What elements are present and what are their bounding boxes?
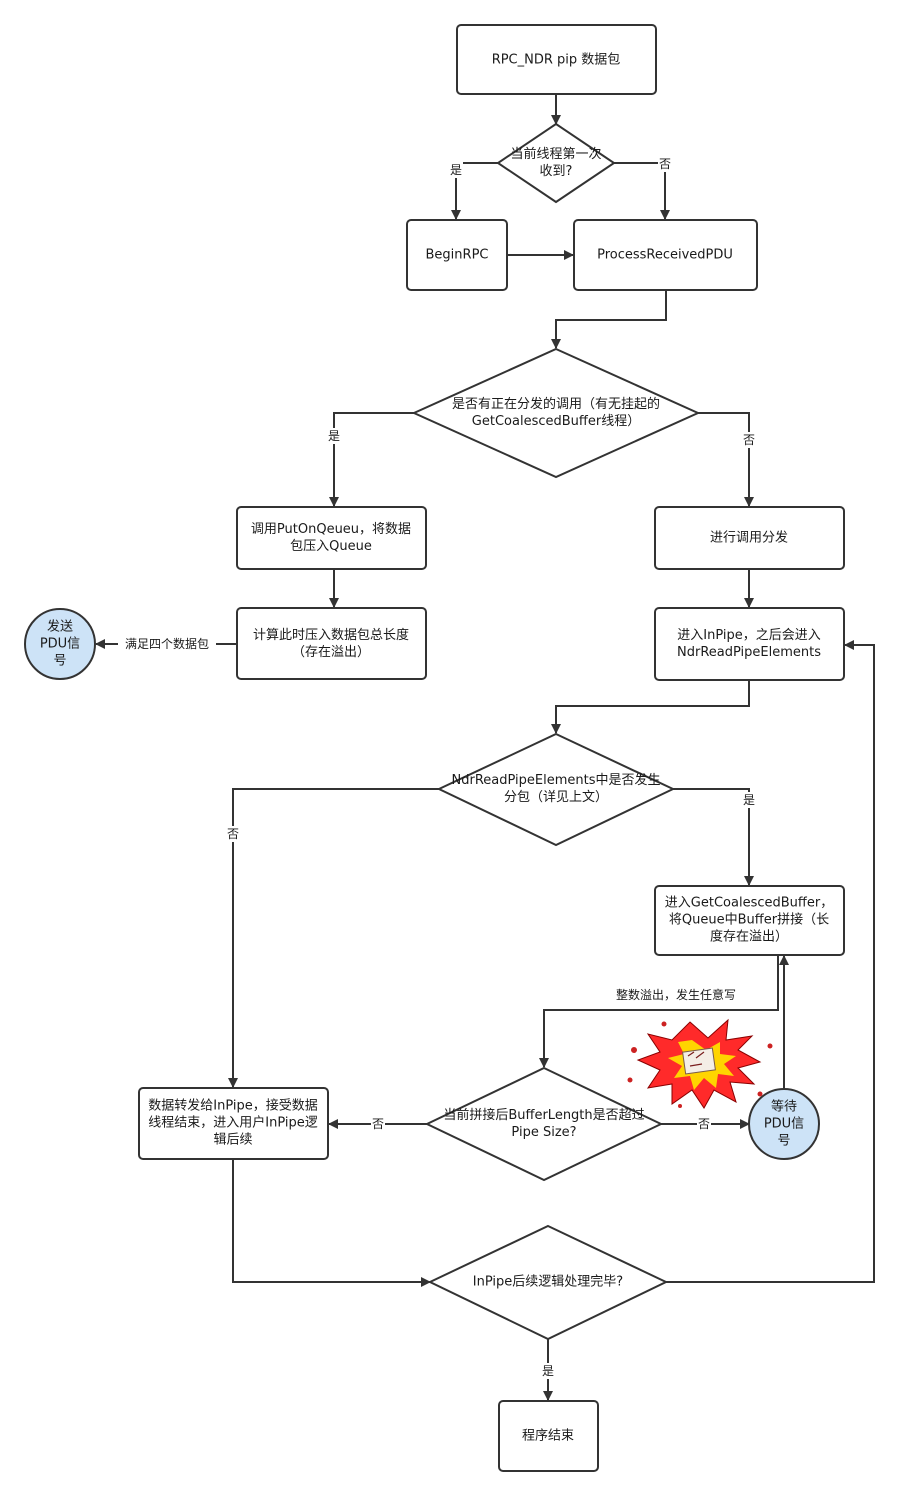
edge-labels: 是 否 是 否 满足四个数据包 是 否 整数溢出，发生任意写 否 否 是: [118, 156, 756, 1379]
forward-data-label-line: 线程结束，进入用户InPipe逻: [148, 1115, 318, 1131]
inpipe-done-label: InPipe后续逻辑处理完毕?: [473, 1275, 623, 1290]
get-coalesced-box: [654, 885, 845, 956]
edge-label-split-no: 否: [227, 827, 239, 841]
edge-label-four-packets: 满足四个数据包: [125, 636, 209, 651]
start-label: RPC_NDR pip 数据包: [492, 53, 621, 68]
enter-inpipe-box: [654, 607, 845, 681]
edge-forward-to-done: [232, 1160, 431, 1287]
begin-rpc-label: BeginRPC: [426, 248, 489, 263]
wait-pdu-label-line: 等待: [771, 1099, 797, 1115]
get-coalesced-label-line: 度存在溢出）: [710, 929, 788, 945]
edge-dispatch-no: [698, 412, 754, 507]
explosion-icon: [627, 1018, 773, 1109]
edge-label-done-yes: 是: [542, 1364, 554, 1378]
enter-inpipe-label-line: 进入InPipe，之后会进入: [677, 628, 821, 643]
edge-split-no: [228, 788, 439, 1088]
exceed-check-label-line: Pipe Size?: [511, 1125, 576, 1140]
edge-split-yes: [673, 788, 754, 886]
begin-rpc-box: [406, 219, 508, 291]
enter-inpipe-label-line: NdrReadPipeElements: [677, 645, 821, 660]
send-pdu-label: 发送 PDU信号: [40, 619, 80, 669]
send-pdu-circle: [24, 608, 96, 680]
edge-label-first-yes: 是: [450, 163, 462, 177]
wait-pdu-label-line: 号: [777, 1134, 790, 1149]
split-check-diamond: [436, 732, 676, 847]
exceed-check-label-line: 当前拼接后BufferLength是否超过: [443, 1107, 644, 1123]
exceed-check-label: 当前拼接后BufferLength是否超过 Pipe Size?: [443, 1107, 644, 1140]
edge-label-dispatch-no: 否: [743, 433, 755, 447]
put-on-queue-label: 调用PutOnQeueu，将数据包压入Queue: [251, 522, 411, 554]
send-pdu-label-line: PDU信: [40, 637, 80, 652]
first-recv-label: 当前线程第一次收到?: [510, 146, 601, 179]
end-label: 程序结束: [522, 1429, 574, 1444]
wait-pdu-label-line: PDU信: [764, 1117, 804, 1132]
dispatching-label-line: GetCoalescedBuffer线程）: [472, 414, 640, 429]
edge-label-exceed-no-left: 否: [372, 1117, 384, 1131]
begin-rpc-label-line: BeginRPC: [426, 248, 489, 263]
nodes: [24, 24, 845, 1472]
edge-coalesced-to-exceed: [539, 955, 779, 1068]
edge-process-to-dispatching: [551, 291, 667, 349]
send-pdu-label-line: 号: [53, 654, 66, 669]
enter-inpipe-label: 进入InPipe，之后会进入 NdrReadPipeElements: [677, 628, 821, 660]
edge-label-first-no: 否: [659, 157, 671, 171]
process-pdu-box: [573, 219, 758, 291]
start-label-line: RPC_NDR pip 数据包: [492, 53, 621, 68]
edge-done-loop: [666, 640, 875, 1283]
dispatching-diamond: [411, 347, 701, 479]
end-label-line: 程序结束: [522, 1429, 574, 1444]
edge-label-dispatch-yes: 是: [328, 429, 340, 443]
edge-label-split-yes: 是: [743, 793, 755, 807]
put-on-queue-label-line: 调用PutOnQeueu，将数据: [251, 522, 411, 537]
dispatching-label: 是否有正在分发的调用（有无挂起的 GetCoalescedBuffer线程）: [452, 396, 660, 429]
calc-length-label-line: （存在溢出）: [292, 645, 370, 660]
inpipe-done-diamond: [427, 1224, 669, 1341]
dispatching-label-line: 是否有正在分发的调用（有无挂起的: [452, 396, 660, 412]
inpipe-done-label-line: InPipe后续逻辑处理完毕?: [473, 1275, 623, 1290]
first-recv-diamond: [496, 122, 616, 204]
process-pdu-label-line: ProcessReceivedPDU: [597, 248, 733, 263]
split-check-label-line: 分包（详见上文）: [504, 790, 608, 805]
edge-label-overflow-note: 整数溢出，发生任意写: [616, 987, 736, 1002]
edge-dispatch-yes: [329, 412, 414, 507]
first-recv-label-line: 当前线程第一次: [510, 146, 601, 162]
forward-data-label: 数据转发给InPipe，接受数据线程结束，进入用户InPipe逻辑后续: [148, 1098, 318, 1148]
forward-data-box: [138, 1087, 329, 1160]
process-pdu-label: ProcessReceivedPDU: [597, 248, 733, 263]
do-dispatch-label-line: 进行调用分发: [710, 530, 788, 546]
get-coalesced-label-line: 将Queue中Buffer拼接（长: [669, 912, 829, 928]
split-check-label: NdrReadPipeElements中是否发生分包（详见上文）: [452, 772, 661, 805]
calc-length-box: [236, 607, 427, 680]
wait-pdu-label: 等待 PDU信号: [764, 1099, 804, 1149]
edge-label-exceed-no-right: 否: [698, 1117, 710, 1131]
put-on-queue-label-line: 包压入Queue: [290, 539, 372, 554]
forward-data-label-line: 辑后续: [213, 1133, 252, 1148]
get-coalesced-label: 进入GetCoalescedBuffer，将Queue中Buffer拼接（长度存…: [665, 896, 833, 945]
send-pdu-label-line: 发送: [47, 619, 73, 635]
put-on-queue-box: [236, 506, 427, 570]
wait-pdu-circle: [748, 1088, 820, 1160]
start-box: [456, 24, 657, 95]
end-box: [498, 1400, 599, 1472]
do-dispatch-box: [654, 506, 845, 570]
edge-first-no: [614, 162, 670, 220]
do-dispatch-label: 进行调用分发: [710, 530, 788, 546]
first-recv-label-line: 收到?: [540, 164, 573, 179]
split-check-label-line: NdrReadPipeElements中是否发生: [452, 772, 661, 788]
forward-data-label-line: 数据转发给InPipe，接受数据: [148, 1098, 318, 1114]
exceed-check-diamond: [424, 1066, 664, 1182]
calc-length-label: 计算此时压入数据包总长度 （存在溢出）: [253, 627, 409, 660]
edge-inpipe-to-split: [551, 680, 750, 734]
calc-length-label-line: 计算此时压入数据包总长度: [253, 627, 409, 643]
get-coalesced-label-line: 进入GetCoalescedBuffer，: [665, 896, 833, 911]
connectors: [95, 94, 875, 1401]
